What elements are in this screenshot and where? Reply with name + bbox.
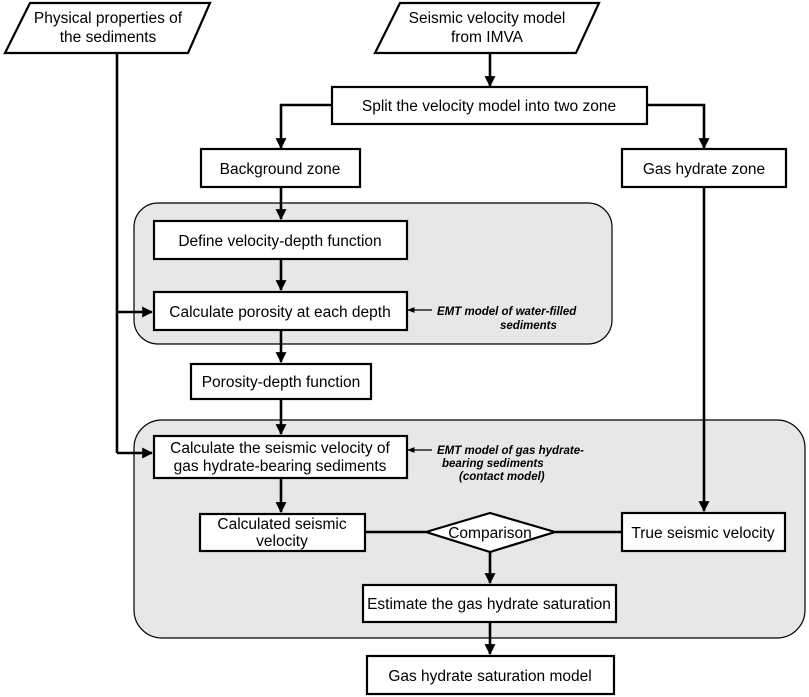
svg-text:Background zone: Background zone [220,161,341,178]
svg-text:EMT model of gas hydrate-: EMT model of gas hydrate- [437,445,584,457]
estimate-saturation-box: Estimate the gas hydrate saturation [361,583,618,624]
svg-text:(contact model): (contact model) [459,471,545,483]
svg-text:Calculated seismic: Calculated seismic [217,516,346,533]
svg-text:gas hydrate-bearing sediments: gas hydrate-bearing sediments [174,458,387,475]
seismic-velocity-model-input: Seismic velocity model from IMVA [373,1,601,55]
connectors [115,50,710,656]
svg-text:Calculate porosity at each dep: Calculate porosity at each depth [169,304,390,321]
svg-text:Comparison: Comparison [448,525,532,542]
svg-text:from IMVA: from IMVA [451,29,524,46]
define-velocity-depth-box: Define velocity-depth function [152,219,409,261]
svg-text:EMT model of water-filled: EMT model of water-filled [437,306,577,318]
gas-hydrate-zone-box: Gas hydrate zone [620,147,788,189]
svg-text:Calculate the seismic velocity: Calculate the seismic velocity of [170,440,390,457]
svg-text:True seismic velocity: True seismic velocity [631,525,775,542]
svg-text:Gas hydrate zone: Gas hydrate zone [643,161,765,178]
svg-text:Define velocity-depth function: Define velocity-depth function [178,233,381,250]
svg-text:Physical properties of: Physical properties of [34,10,183,27]
calculate-seismic-velocity-box: Calculate the seismic velocity of gas hy… [152,434,409,480]
svg-text:Porosity-depth function: Porosity-depth function [202,374,361,391]
svg-text:the sediments: the sediments [60,29,157,46]
svg-text:velocity: velocity [256,533,308,550]
svg-text:Estimate the gas hydrate satur: Estimate the gas hydrate saturation [367,596,611,613]
saturation-model-box: Gas hydrate saturation model [365,654,616,696]
true-velocity-box: True seismic velocity [620,511,787,553]
split-model-box: Split the velocity model into two zone [330,85,649,126]
emt-gas-hydrate-note: EMT model of gas hydrate- bearing sedime… [437,445,584,483]
svg-text:sediments: sediments [500,320,557,332]
svg-text:Gas hydrate saturation model: Gas hydrate saturation model [388,668,591,685]
calculate-porosity-box: Calculate porosity at each depth [152,290,409,332]
emt-water-filled-note: EMT model of water-filled sediments [437,306,577,332]
calculated-velocity-box: Calculated seismic velocity [198,512,367,553]
physical-properties-input: Physical properties of the sediments [3,1,212,55]
svg-text:bearing sediments: bearing sediments [442,458,544,470]
porosity-depth-box: Porosity-depth function [189,362,373,401]
svg-text:Split the velocity model into: Split the velocity model into two zone [362,98,616,115]
comparison-decision: Comparison [422,511,559,554]
svg-text:Seismic velocity model: Seismic velocity model [409,10,566,27]
background-zone-box: Background zone [199,147,362,189]
